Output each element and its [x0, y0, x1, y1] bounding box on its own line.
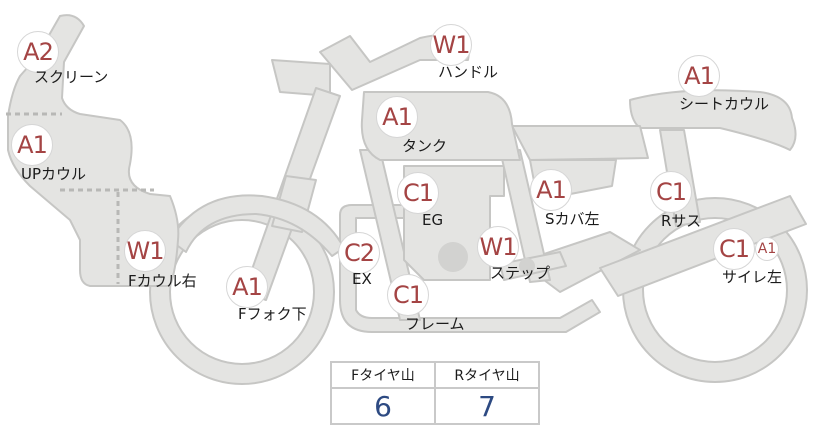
table-header-row: Fタイヤ山 Rタイヤ山	[330, 361, 540, 389]
grade-badge-frame: C1	[387, 274, 429, 316]
header-rear-tire: Rタイヤ山	[434, 361, 540, 389]
grade-badge-engine: C1	[397, 172, 439, 214]
value-rear-tire: 7	[434, 387, 540, 425]
label-exhaust: EX	[352, 270, 372, 288]
header-front-tire: Fタイヤ山	[330, 361, 436, 389]
label-engine: EG	[422, 211, 444, 229]
grade-badge-tank: A1	[376, 96, 418, 138]
seat-shape	[511, 125, 649, 161]
label-side-cover-left: Sカバ左	[545, 210, 600, 228]
label-seat-cowl: シートカウル	[679, 95, 770, 113]
label-muffler-left: サイレ左	[722, 268, 783, 286]
label-rear-suspension: Rサス	[661, 212, 702, 230]
grade-badge-muffler-left: C1	[713, 228, 755, 270]
label-frame: フレーム	[405, 315, 465, 333]
table-row: 6 7	[330, 387, 540, 425]
grade-badge-screen: A2	[17, 31, 59, 73]
grade-badge-f-fork-lower: A1	[226, 266, 268, 308]
grade-badge-up-cowl: A1	[11, 124, 53, 166]
grade-badge-exhaust: C2	[338, 232, 380, 274]
label-handle: ハンドル	[438, 63, 499, 81]
label-f-cowl-right: Fカウル右	[128, 272, 197, 290]
grade-badge-step: W1	[477, 226, 519, 268]
label-tank: タンク	[402, 137, 448, 155]
label-step: ステップ	[490, 264, 551, 282]
grade-badge-rear-suspension: C1	[650, 171, 692, 213]
frame-loop	[339, 204, 601, 333]
grade-badge-f-cowl-right: W1	[124, 230, 166, 272]
muffler-shape	[599, 195, 807, 297]
grade-badge-muffler-left-extra: A1	[755, 237, 779, 261]
grade-badge-seat-cowl: A1	[678, 55, 720, 97]
grade-badge-handle: W1	[430, 24, 472, 66]
grade-badge-side-cover-left: A1	[530, 169, 572, 211]
label-up-cowl: UPカウル	[21, 165, 87, 183]
label-screen: スクリーン	[34, 68, 109, 86]
cowl-shape	[7, 14, 180, 287]
label-f-fork-lower: Fフォク下	[238, 305, 307, 323]
tire-tread-table: Fタイヤ山 Rタイヤ山 6 7	[330, 361, 540, 425]
value-front-tire: 6	[330, 387, 436, 425]
